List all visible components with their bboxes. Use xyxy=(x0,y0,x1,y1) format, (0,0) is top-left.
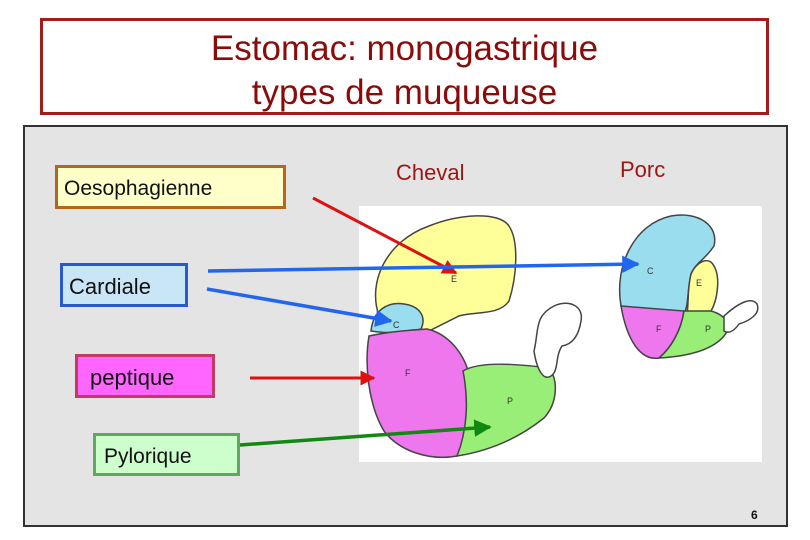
arrow-pylorique-cheval xyxy=(239,419,492,447)
porc-duodenum xyxy=(723,300,759,333)
species-cheval: Cheval xyxy=(396,160,465,185)
title-box: Estomac: monogastrique types de muqueuse xyxy=(40,18,769,115)
title-line-2: types de muqueuse xyxy=(251,73,558,112)
label-peptique: peptique xyxy=(75,354,215,398)
cheval-duodenum xyxy=(533,302,583,378)
cheval-letter-c: C xyxy=(393,320,400,330)
slide-title: Estomac: monogastrique types de muqueuse xyxy=(43,27,766,115)
label-cardiale: Cardiale xyxy=(60,263,188,307)
porc-letter-c: C xyxy=(647,266,654,276)
stomach-illustration: E C F P C E F P xyxy=(366,214,759,458)
porc-stomach: C E F P xyxy=(618,214,759,359)
porc-letter-e: E xyxy=(696,278,702,288)
cheval-letter-f: F xyxy=(405,368,411,378)
cheval-letter-p: P xyxy=(507,396,513,406)
title-line-1: Estomac: monogastrique xyxy=(210,29,599,68)
porc-oesophagienne-region xyxy=(686,259,719,315)
cheval-stomach: E C F P xyxy=(366,215,583,458)
arrow-cardiale-porc xyxy=(207,255,640,274)
arrow-oesophagienne-cheval xyxy=(312,196,458,275)
page-number: 6 xyxy=(751,508,758,522)
label-oesophagienne: Oesophagienne xyxy=(55,165,286,209)
porc-letter-f: F xyxy=(656,324,662,334)
label-pylorique: Pylorique xyxy=(93,433,240,476)
species-porc: Porc xyxy=(620,157,666,182)
cheval-letter-e: E xyxy=(451,274,457,284)
arrow-cardiale-cheval xyxy=(206,287,393,327)
stomach-figure: E C F P C E F P xyxy=(359,206,762,462)
porc-letter-p: P xyxy=(705,324,711,334)
